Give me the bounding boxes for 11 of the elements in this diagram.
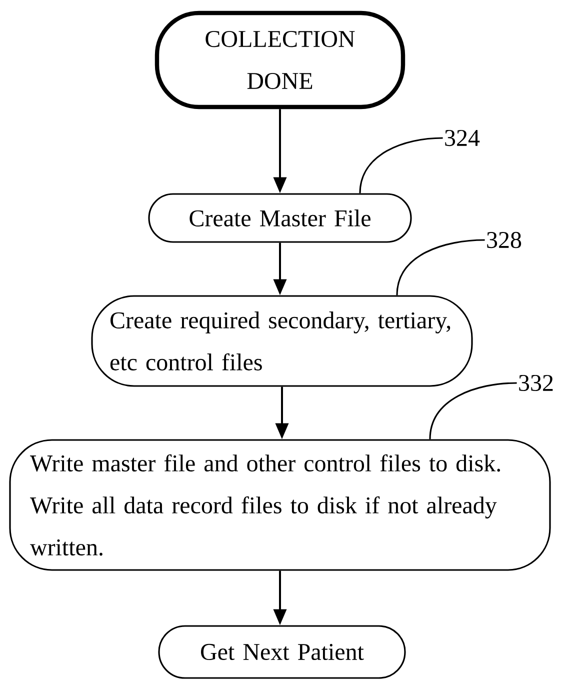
process-box: Create required secondary, tertiary, etc control files: [91, 295, 473, 387]
process-box: Write master file and other control files to disk. Write all data record files to disk if not already written.: [9, 439, 551, 571]
leader-line: [396, 239, 485, 296]
terminal-box: COLLECTION DONE: [154, 10, 406, 110]
reference-number: 328: [487, 232, 522, 248]
process-box: Create Master File: [148, 193, 412, 243]
reference-number: 324: [445, 130, 480, 146]
reference-number: 332: [519, 374, 553, 392]
terminal-box: Get Next Patient: [158, 625, 406, 679]
leader-line: [429, 382, 517, 440]
leader-line: [359, 137, 443, 194]
